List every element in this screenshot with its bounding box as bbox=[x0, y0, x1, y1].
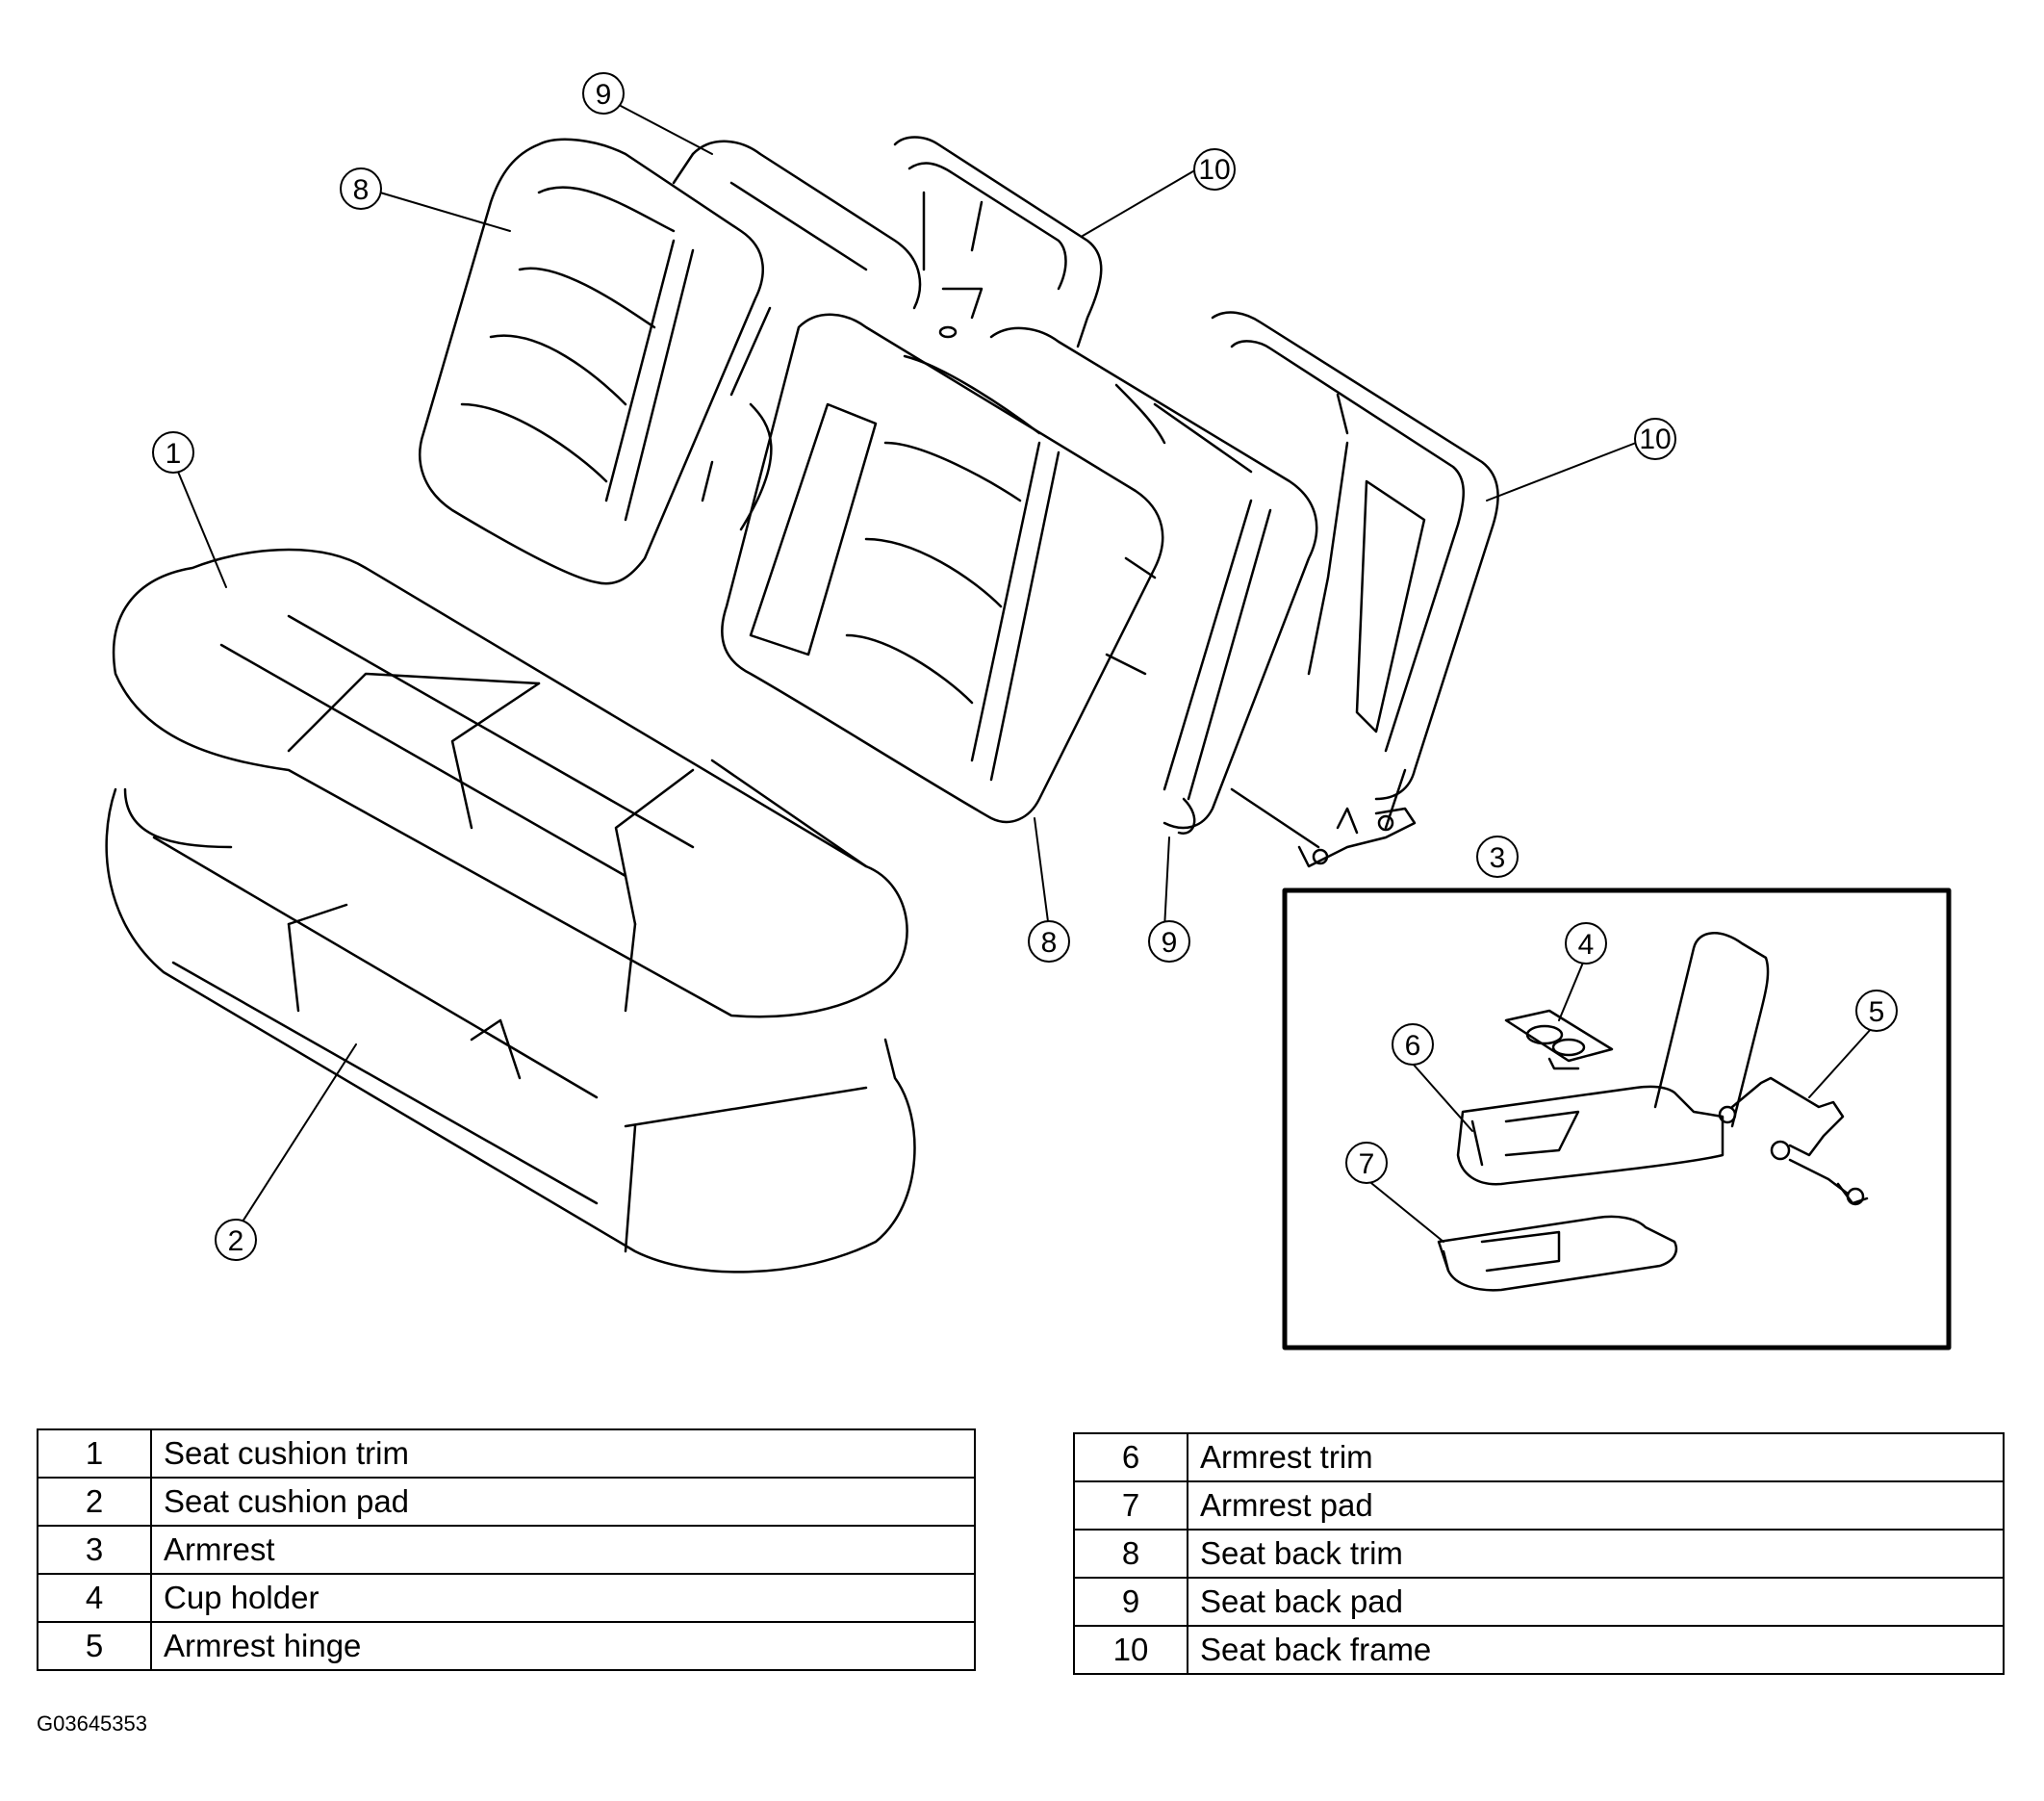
left-seat-back-trim-part bbox=[419, 138, 764, 585]
svg-text:3: 3 bbox=[1490, 842, 1506, 874]
svg-text:2: 2 bbox=[228, 1225, 244, 1257]
lower-seat-back-frame-part bbox=[1211, 311, 1499, 868]
seat-cushion-trim-part bbox=[112, 548, 908, 1018]
svg-text:10: 10 bbox=[1198, 154, 1230, 186]
callout-4: 4 bbox=[1565, 922, 1607, 965]
armrest-detail-box bbox=[1282, 888, 1952, 1351]
callout-8-lower: 8 bbox=[1028, 920, 1070, 963]
callout-9-lower: 9 bbox=[1148, 920, 1190, 963]
callout-7: 7 bbox=[1345, 1142, 1388, 1184]
right-seat-back-trim-part bbox=[721, 313, 1164, 824]
svg-text:4: 4 bbox=[1578, 929, 1595, 961]
left-seat-back-pad-part bbox=[672, 140, 922, 531]
callout-5: 5 bbox=[1855, 990, 1898, 1032]
upper-seat-back-frame-part bbox=[893, 136, 1103, 348]
svg-text:7: 7 bbox=[1359, 1148, 1375, 1180]
callout-6: 6 bbox=[1392, 1023, 1434, 1066]
callout-1: 1 bbox=[152, 431, 194, 474]
svg-text:8: 8 bbox=[353, 174, 370, 206]
leader-lines bbox=[177, 105, 1873, 1243]
right-seat-back-pad-part bbox=[989, 326, 1318, 836]
svg-text:6: 6 bbox=[1405, 1030, 1421, 1062]
svg-text:1: 1 bbox=[166, 438, 182, 470]
callout-10-lower: 10 bbox=[1634, 418, 1676, 460]
callout-3: 3 bbox=[1476, 836, 1519, 878]
svg-text:8: 8 bbox=[1041, 927, 1058, 959]
svg-text:9: 9 bbox=[1162, 927, 1178, 959]
figure-code: G03645353 bbox=[37, 1711, 147, 1736]
svg-text:10: 10 bbox=[1639, 424, 1671, 455]
exploded-seat-diagram: 1 2 3 4 5 6 7 8 8 9 9 10 10 bbox=[105, 72, 1952, 1351]
callout-2: 2 bbox=[215, 1219, 257, 1261]
callout-8-upper: 8 bbox=[340, 167, 382, 210]
svg-text:9: 9 bbox=[596, 79, 612, 111]
seat-cushion-pad-part bbox=[105, 787, 916, 1274]
callout-10-upper: 10 bbox=[1193, 148, 1236, 191]
callout-9-upper: 9 bbox=[582, 72, 625, 115]
svg-text:5: 5 bbox=[1869, 996, 1885, 1028]
